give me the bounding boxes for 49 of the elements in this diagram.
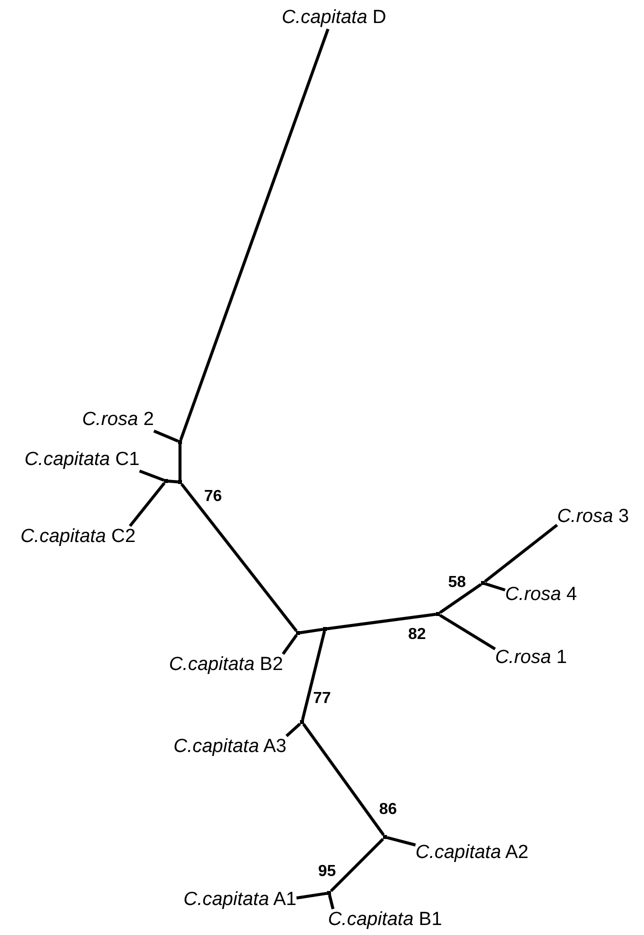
tree-branch (286, 722, 301, 738)
branch-node (178, 440, 182, 444)
tree-branch (300, 628, 324, 634)
bootstrap-value: 86 (379, 801, 397, 819)
tree-branch (330, 838, 384, 892)
branch-node (178, 480, 182, 484)
tree-branch (153, 430, 179, 443)
branch-node (327, 891, 331, 895)
tree-branch (386, 836, 416, 846)
tree-branch (178, 444, 182, 480)
tree-branch (302, 723, 385, 836)
tree-branch (296, 892, 328, 900)
taxon-label: C.capitata B1 (328, 909, 442, 930)
tree-branch (139, 470, 165, 482)
taxon-label: C.rosa 1 (495, 647, 567, 668)
bootstrap-value: 58 (448, 574, 466, 592)
taxon-label: C.rosa 2 (82, 409, 154, 430)
taxon-label: C.capitata C1 (24, 449, 140, 470)
tree-branch (128, 482, 166, 527)
tree-branch (180, 483, 298, 632)
tree-branch (301, 630, 326, 720)
branch-node (383, 835, 387, 839)
bootstrap-value: 82 (408, 626, 426, 644)
taxon-label: C.capitata A1 (183, 889, 297, 910)
branch-node (164, 479, 168, 483)
tree-branch (326, 612, 436, 630)
tree-branch (439, 614, 496, 650)
branch-node (481, 581, 485, 585)
taxon-label: C.rosa 3 (557, 506, 629, 527)
taxon-label: C.capitata C2 (20, 526, 136, 547)
tree-branch (168, 480, 178, 484)
tree-branch (328, 894, 334, 910)
taxon-label: C.capitata A3 (173, 736, 287, 757)
bootstrap-value: 95 (318, 863, 336, 881)
tree-branch (439, 583, 482, 614)
branch-node (296, 631, 300, 635)
bootstrap-value: 76 (204, 488, 222, 506)
bootstrap-value: 77 (313, 690, 331, 708)
taxon-label: C.rosa 4 (505, 584, 577, 605)
branch-node (300, 720, 304, 724)
tree-branch (282, 634, 298, 655)
taxon-label: C.capitata B2 (168, 654, 284, 675)
taxon-label: C.capitata D (282, 7, 386, 28)
tree-branch (179, 28, 330, 440)
tree-branch (484, 524, 558, 583)
tree-branch (484, 582, 506, 592)
branch-node (436, 612, 440, 616)
branch-node (323, 627, 327, 631)
taxon-label: C.capitata A2 (415, 842, 529, 863)
